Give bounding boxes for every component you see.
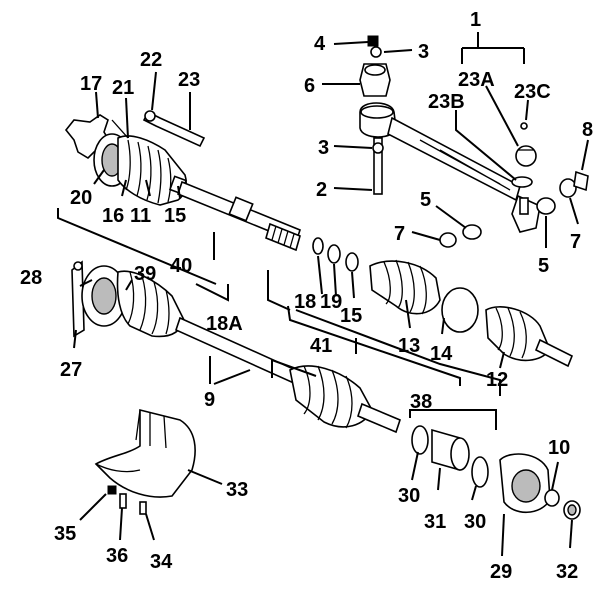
hub-assembly: [411, 425, 581, 520]
callout-27: 27: [60, 359, 82, 381]
callout-34: 34: [150, 551, 173, 573]
callout-22: 22: [140, 49, 162, 71]
callout-23: 23: [178, 69, 200, 91]
callout-20: 20: [70, 187, 92, 209]
ring-18: [312, 237, 324, 255]
callout-4: 4: [314, 33, 326, 55]
callout-3-top: 3: [418, 41, 429, 63]
bolt-2: [373, 137, 383, 195]
callout-8: 8: [582, 119, 593, 141]
ring-19: [327, 244, 341, 264]
outer-boot-11: [117, 135, 187, 206]
clamp-bolt-23: [142, 110, 206, 148]
callout-36: 36: [106, 545, 128, 567]
callout-13: 13: [398, 335, 420, 357]
callout-29: 29: [490, 561, 512, 583]
washer-7-left: [439, 232, 457, 248]
callout-32: 32: [556, 561, 578, 583]
callout-38: 38: [410, 391, 432, 413]
inner-boot-39: [116, 270, 185, 338]
callout-41: 41: [310, 335, 332, 357]
callout-11: 11: [130, 205, 151, 227]
shield-assembly: [94, 408, 196, 515]
callout-1: 1: [470, 9, 481, 31]
callout-15-upper: 15: [164, 205, 186, 227]
clip-28: [73, 261, 83, 271]
leader-lines: [57, 32, 589, 557]
inner-boot-13: [369, 260, 441, 315]
callout-21: 21: [112, 77, 134, 99]
outer-boot-lower: [289, 365, 373, 428]
bolt-34: [139, 501, 147, 515]
ring-23b: [511, 176, 533, 188]
shield-33: [94, 408, 196, 498]
callout-7-right: 7: [570, 231, 581, 253]
boot-23a: [515, 145, 537, 167]
washer-3-lower: [372, 142, 384, 154]
callout-9: 9: [204, 389, 215, 411]
upper-axle-assembly: [64, 110, 301, 252]
washer-3-top: [370, 46, 382, 58]
callout-15-middle: 15: [340, 305, 362, 327]
snap-ring-30-right: [471, 456, 489, 488]
nut-5-left: [462, 224, 482, 240]
callout-23a: 23A: [458, 69, 495, 91]
callout-7-left: 7: [394, 223, 405, 245]
callout-18: 18: [294, 291, 316, 313]
washer-7-right: [559, 178, 577, 198]
nut-4: [367, 35, 379, 47]
callout-17: 17: [80, 73, 102, 95]
callout-23c: 23C: [514, 81, 551, 103]
callout-30-right: 30: [464, 511, 486, 533]
snap-ring-30-left: [411, 425, 429, 455]
callout-40: 40: [170, 255, 192, 277]
clamp-nut-22: [144, 110, 156, 122]
clamp-15: [345, 252, 359, 272]
clamp-ring-14: [441, 287, 479, 333]
shaft-collar: [228, 196, 254, 222]
callout-30-left: 30: [398, 485, 420, 507]
callout-12: 12: [486, 369, 508, 391]
callout-19: 19: [320, 291, 342, 313]
callout-labels: 1 2 3 3 4 5 5 6 7 7 8 9 10 11 12 13 14 1…: [20, 9, 593, 583]
callout-35: 35: [54, 523, 76, 545]
callout-39: 39: [134, 263, 156, 285]
callout-10: 10: [548, 437, 570, 459]
washer-10: [544, 489, 560, 507]
outer-stub: [357, 402, 401, 434]
cap-8: [573, 170, 589, 192]
callout-5-left: 5: [420, 189, 431, 211]
callout-2: 2: [316, 179, 327, 201]
middle-components: [312, 237, 574, 368]
callout-5-right: 5: [538, 255, 549, 277]
callout-16: 16: [102, 205, 124, 227]
tie-rod-assembly: [359, 35, 589, 248]
callout-33: 33: [226, 479, 248, 501]
stub-shaft: [534, 338, 574, 368]
nut-5-right: [536, 197, 556, 215]
lower-axle-assembly: [71, 260, 401, 434]
callout-3-lower: 3: [318, 137, 329, 159]
bolt-36: [119, 493, 127, 509]
bolt-35: [107, 485, 117, 495]
callout-14: 14: [430, 343, 453, 365]
callout-18a: 18A: [206, 313, 243, 335]
callout-28: 28: [20, 267, 42, 289]
callout-31: 31: [424, 511, 446, 533]
callout-6: 6: [304, 75, 315, 97]
callout-23b: 23B: [428, 91, 465, 113]
